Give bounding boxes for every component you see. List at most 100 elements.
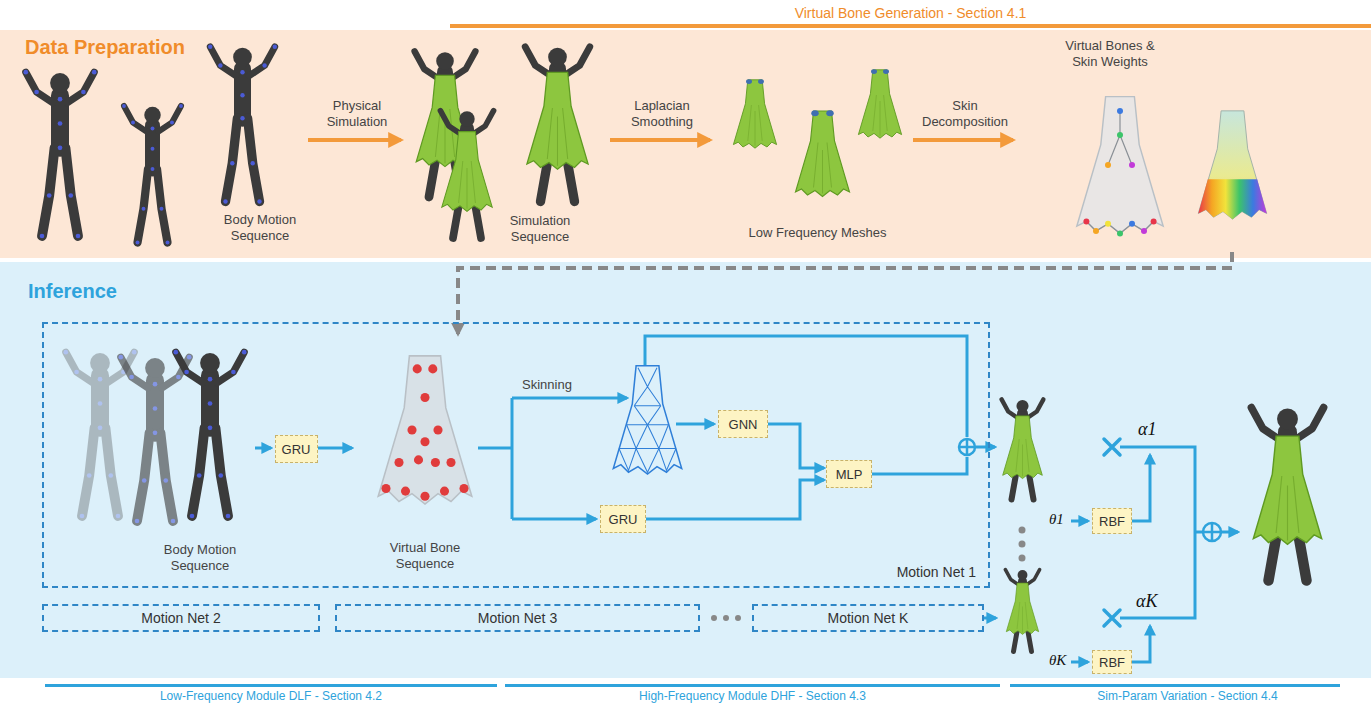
path-shape <box>1132 455 1150 521</box>
line-shape <box>676 423 714 426</box>
circle-shape <box>723 615 729 621</box>
path-shape <box>1086 111 1153 233</box>
section-band: InferenceMotion Net 1GRUGNNMLPGRUMotion … <box>0 262 1371 678</box>
sum-symbols <box>959 439 1221 541</box>
inference-band-fill <box>0 262 1371 678</box>
node-label: Motion Net 2 <box>141 610 220 626</box>
use-shape <box>1077 97 1163 234</box>
path-shape <box>1120 447 1203 618</box>
circle-shape <box>1117 230 1123 236</box>
circle-shape <box>1151 218 1157 224</box>
module-box: Motion Net 2 <box>42 604 320 632</box>
output-figures <box>1002 399 1324 651</box>
use-shape <box>23 70 96 238</box>
step-arrow <box>913 138 1013 142</box>
use-shape <box>796 110 850 196</box>
use-shape <box>440 111 493 238</box>
use-shape <box>1198 111 1266 219</box>
line-shape <box>255 447 271 450</box>
node-label: GNN <box>729 417 758 432</box>
use-shape <box>1251 408 1323 581</box>
process-box: MLP <box>826 460 872 488</box>
ellipsis-dots <box>711 527 1026 622</box>
node-label: RBF <box>1099 514 1125 529</box>
g-shape <box>1083 108 1156 236</box>
caption-text: Body Motion Sequence <box>215 212 305 245</box>
rect-shape <box>505 684 1000 687</box>
svg-shape <box>1077 97 1163 237</box>
module-caption: Sim-Param Variation - Section 4.4 <box>1010 689 1365 703</box>
path-shape <box>478 398 512 519</box>
use-shape <box>208 45 277 204</box>
step-label: Physical Simulation <box>317 98 397 131</box>
module-box: Motion Net 3 <box>335 604 700 632</box>
module-bars <box>45 684 1340 687</box>
line-shape <box>1071 520 1088 523</box>
path-shape <box>1132 626 1150 662</box>
circle-shape <box>1117 132 1123 138</box>
use-shape <box>1005 570 1039 652</box>
svg-shape <box>1198 111 1266 219</box>
bones-weights <box>1077 97 1267 237</box>
section-heading: Virtual Bone Generation - Section 4.1 <box>450 5 1371 23</box>
rect-shape <box>45 684 497 687</box>
caption-text: Simulation Sequence <box>500 213 580 246</box>
path-shape <box>645 336 967 437</box>
rect-shape <box>1010 684 1340 687</box>
process-box: GRU <box>600 505 646 533</box>
use-shape <box>173 350 246 518</box>
line-shape <box>976 446 995 449</box>
use-shape <box>858 69 901 138</box>
section-title: Data Preparation <box>25 36 185 59</box>
step-label: Skinning <box>522 377 592 393</box>
math-symbol: α1 <box>1138 418 1170 441</box>
caption-text: Virtual Bone Sequence <box>370 540 480 573</box>
circle-shape <box>1019 541 1026 548</box>
circle-shape <box>711 615 717 621</box>
process-box: GNN <box>718 410 768 438</box>
flow-connector <box>768 424 824 468</box>
step-arrow <box>610 138 710 142</box>
circle-shape <box>959 439 975 455</box>
caption-text: Body Motion Sequence <box>150 542 250 575</box>
wireframe-mesh <box>613 366 681 474</box>
path-shape <box>1104 439 1120 455</box>
node-label: RBF <box>1099 655 1125 670</box>
circle-shape <box>1019 527 1026 534</box>
circle-shape <box>1203 523 1221 541</box>
module-caption: High-Frequency Module DHF - Section 4.3 <box>505 689 1000 703</box>
step-label: Skin Decomposition <box>918 98 1012 131</box>
path-shape <box>959 439 975 455</box>
section-bar <box>450 24 1371 28</box>
sim-figures <box>415 47 590 238</box>
module-box: Motion Net K <box>752 604 984 632</box>
section-band: Data Preparation <box>0 30 1371 258</box>
path-shape <box>1104 610 1120 626</box>
math-symbol: θK <box>1049 651 1073 670</box>
node-label: GRU <box>609 512 638 527</box>
module-caption: Low-Frequency Module DLF - Section 4.2 <box>45 689 497 703</box>
use-shape <box>63 350 136 518</box>
caption-text: Virtual Bones & Skin Weights <box>1055 38 1165 71</box>
path-shape <box>1203 523 1221 541</box>
circle-shape <box>1141 228 1147 234</box>
circle-shape <box>1117 108 1123 114</box>
section-title: Inference <box>28 280 117 303</box>
use-shape <box>122 104 183 244</box>
circle-shape <box>1129 162 1135 168</box>
circle-shape <box>1093 228 1099 234</box>
node-label: Motion Net 3 <box>478 610 557 626</box>
smooth-meshes <box>733 69 901 196</box>
math-symbol: θ1 <box>1049 510 1073 529</box>
circle-shape <box>1019 555 1026 562</box>
node-label: Motion Net K <box>828 610 909 626</box>
line-shape <box>1221 531 1238 534</box>
circle-shape <box>1105 221 1111 227</box>
caption-text: Low Frequency Meshes <box>725 225 910 241</box>
use-shape <box>733 79 776 148</box>
process-box: RBF <box>1092 650 1132 674</box>
math-symbol: αK <box>1136 590 1172 613</box>
process-box: RBF <box>1092 508 1132 534</box>
prep-band-fill <box>0 30 1371 258</box>
